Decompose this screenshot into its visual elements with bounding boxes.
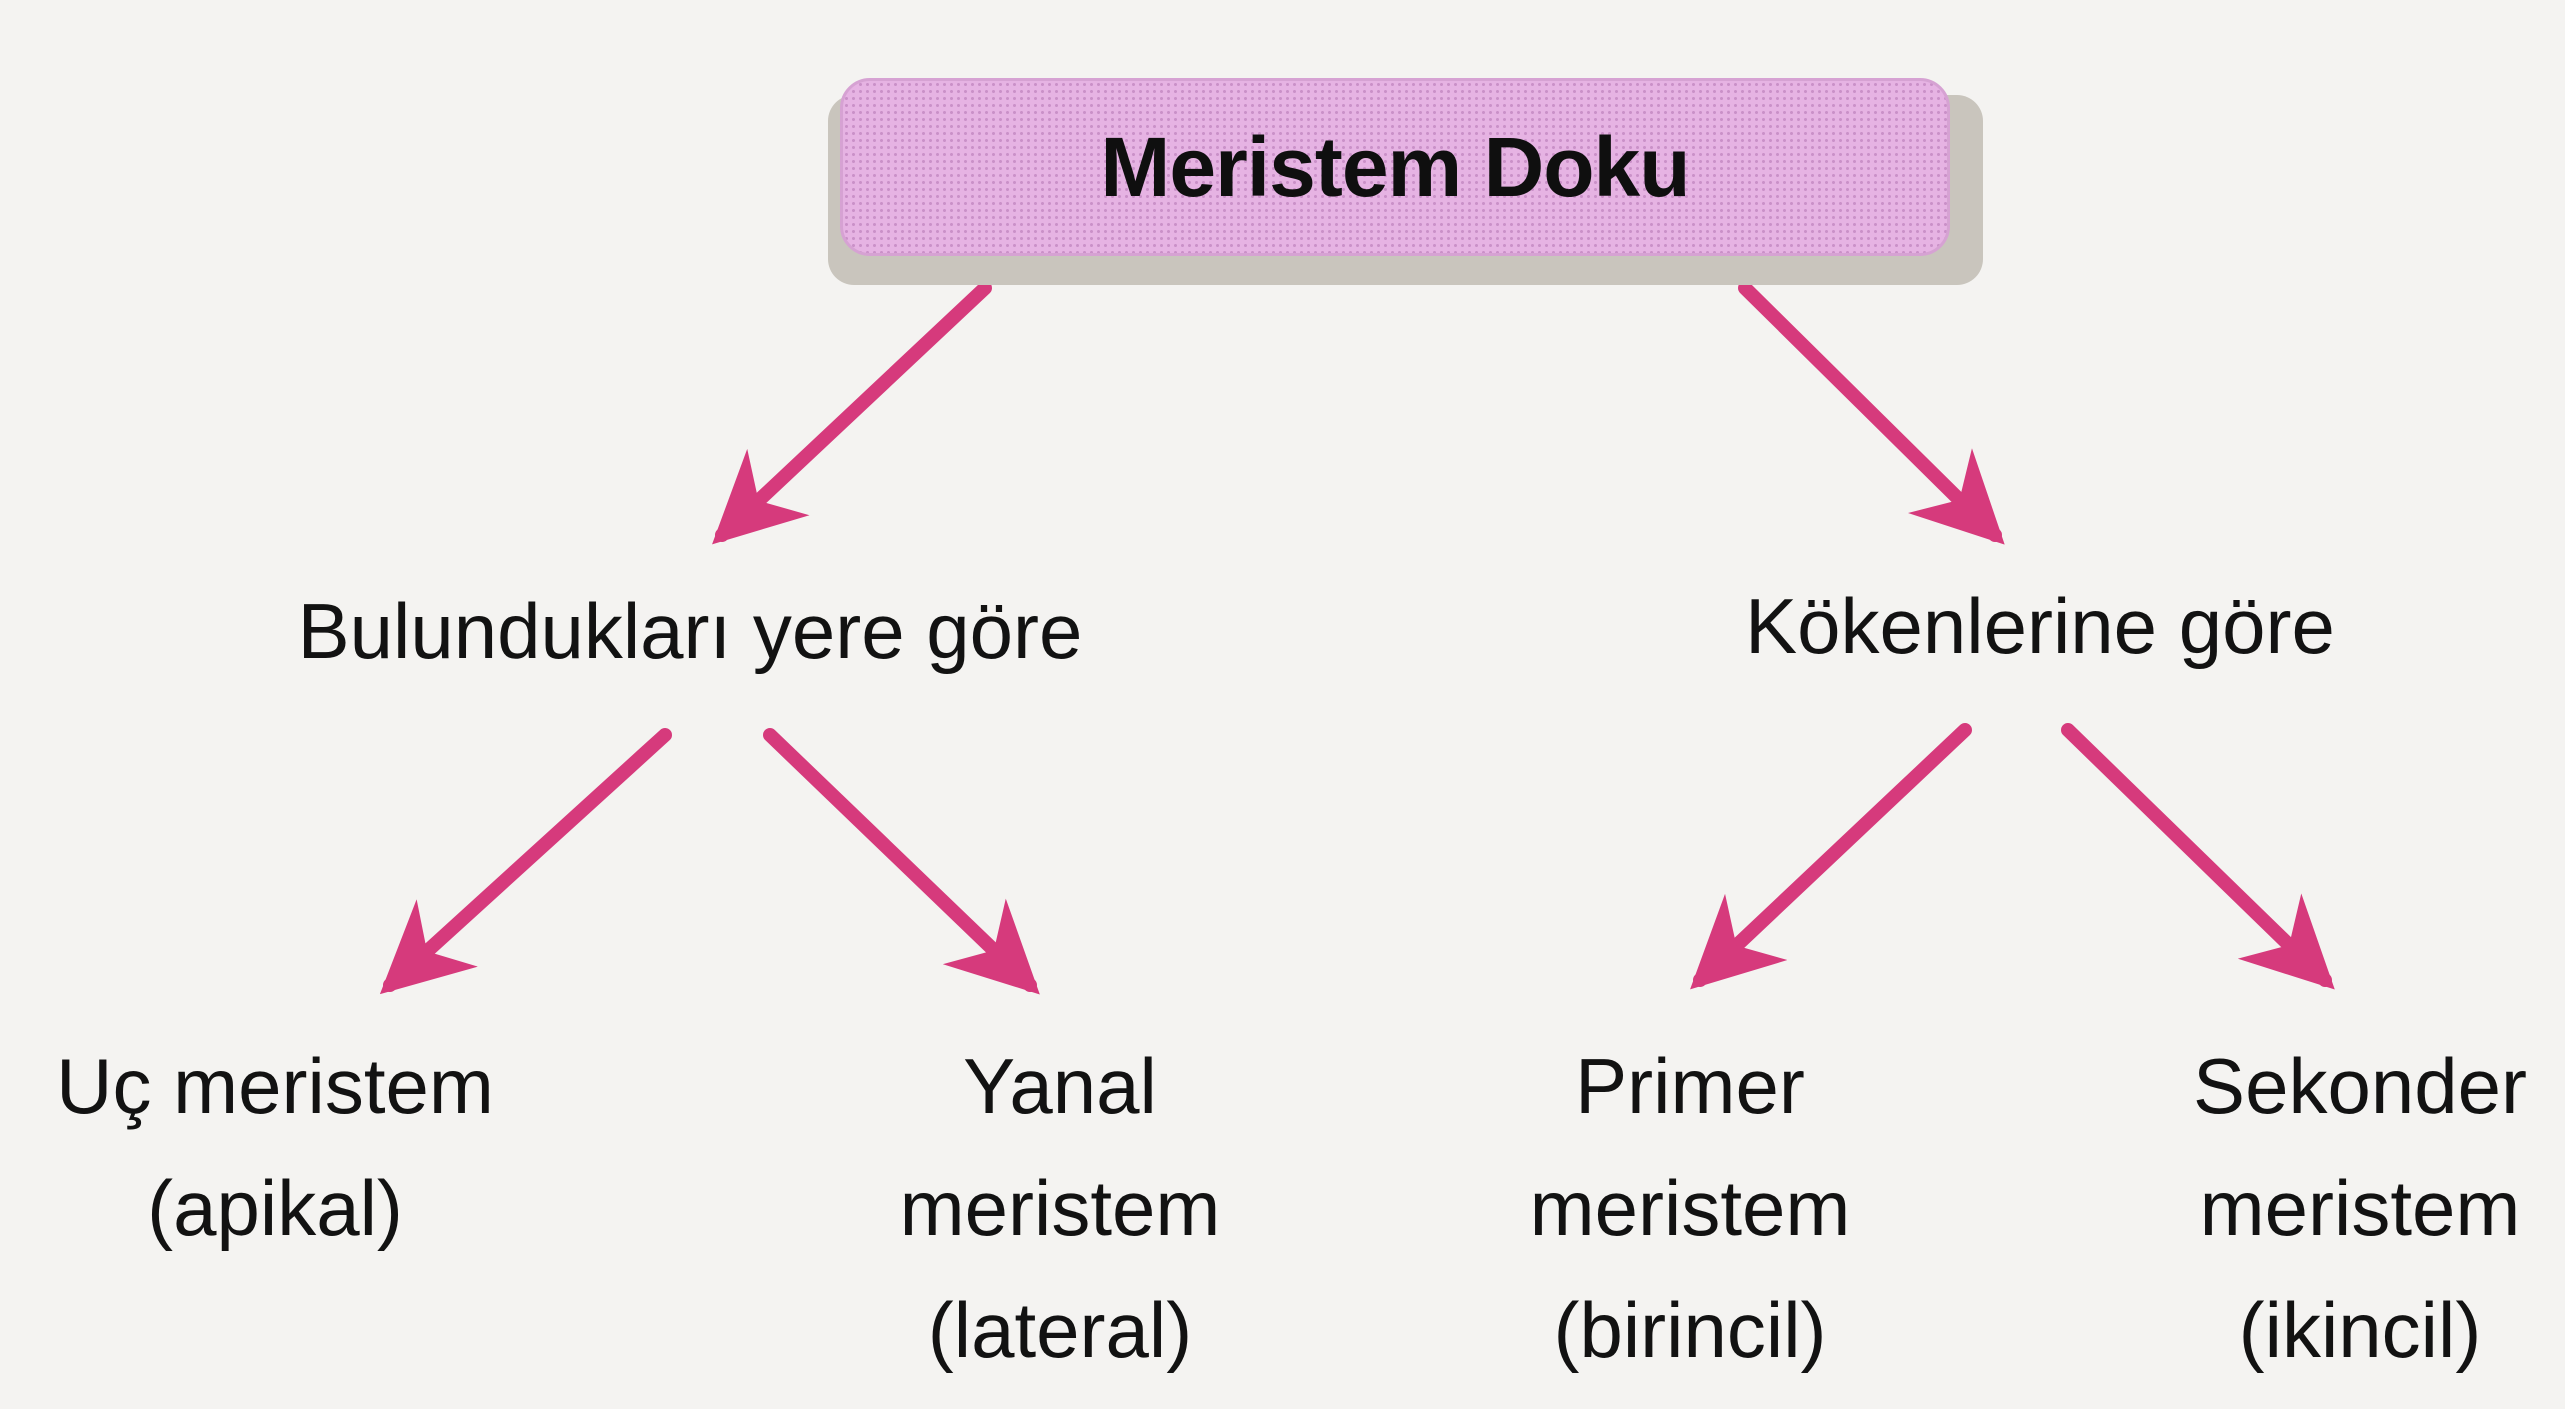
- leaf-apical-line-2: (apikal): [147, 1164, 403, 1252]
- leaf-primary: Primer meristem (birincil): [1450, 1025, 1930, 1391]
- branch-location-text: Bulundukları yere göre: [297, 587, 1083, 675]
- root-label: Meristem Doku: [1100, 119, 1690, 214]
- leaf-primary-line-1: Primer: [1575, 1042, 1805, 1130]
- leaf-lateral-line-2: meristem: [899, 1164, 1221, 1252]
- arrow-origin-to-secondary: [2061, 723, 2335, 990]
- leaf-primary-line-3: (birincil): [1553, 1286, 1827, 1374]
- leaf-apical-line-1: Uç meristem: [56, 1042, 494, 1130]
- branch-origin-text: Kökenlerine göre: [1745, 582, 2335, 670]
- arrow-root-to-origin: [1738, 281, 2005, 545]
- branch-origin-label: Kökenlerine göre: [1640, 565, 2440, 687]
- arrow-location-to-apical: [379, 728, 672, 995]
- leaf-secondary-line-3: (ikincil): [2238, 1286, 2482, 1374]
- leaf-apical: Uç meristem (apikal): [10, 1025, 540, 1269]
- leaf-secondary-line-2: meristem: [2199, 1164, 2521, 1252]
- leaf-primary-line-2: meristem: [1529, 1164, 1851, 1252]
- leaf-secondary: Sekonder meristem (ikincil): [2110, 1025, 2565, 1391]
- branch-location-label: Bulundukları yere göre: [230, 570, 1150, 692]
- leaf-lateral-line-1: Yanal: [963, 1042, 1157, 1130]
- arrow-location-to-lateral: [763, 728, 1040, 995]
- root-node: Meristem Doku: [840, 78, 1950, 256]
- leaf-secondary-line-1: Sekonder: [2193, 1042, 2527, 1130]
- arrow-root-to-location: [712, 281, 992, 545]
- leaf-lateral-line-3: (lateral): [927, 1286, 1193, 1374]
- leaf-lateral: Yanal meristem (lateral): [820, 1025, 1300, 1391]
- arrow-origin-to-primary: [1690, 723, 1972, 990]
